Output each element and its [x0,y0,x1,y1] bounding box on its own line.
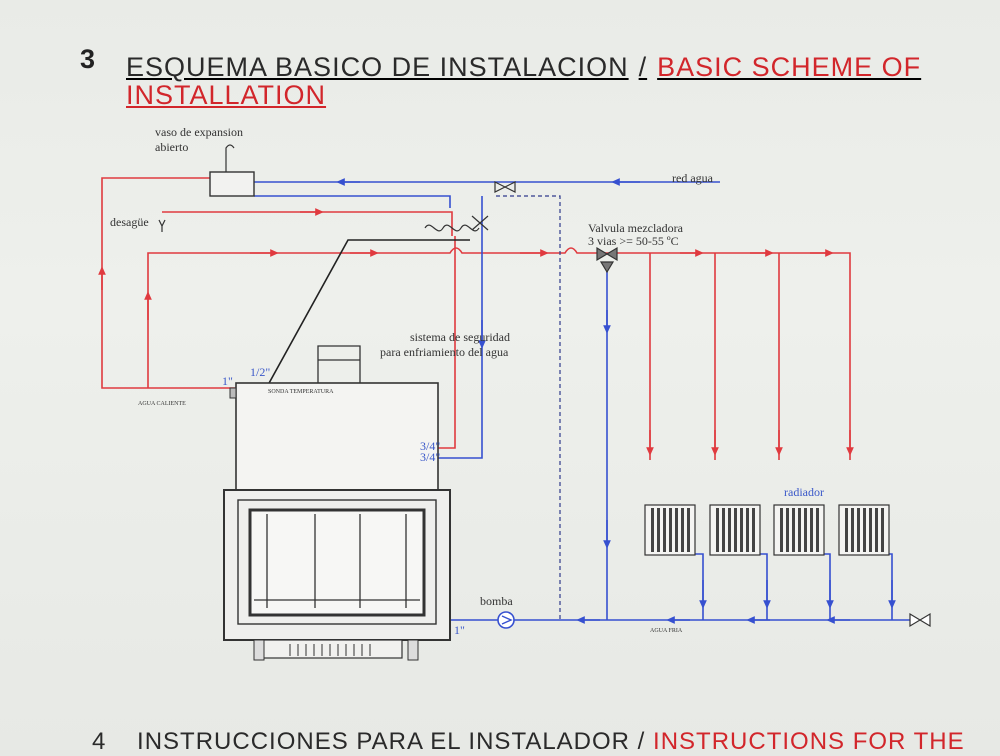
half-inch-label: 1/2" [250,365,270,379]
section-title-line-1: ESQUEMA BASICO DE INSTALACION / BASIC SCHE… [126,52,926,82]
cold-water-label: AGUA FRIA [650,628,683,634]
three-quarter-label-b: 3/4" [420,450,440,464]
pump-icon [497,611,515,629]
radiator-2 [709,504,761,556]
next-section-heading: 4 INSTRUCCIONES PARA EL INSTALADOR / INS… [92,728,965,756]
next-section-title-es: INSTRUCCIONES PARA EL INSTALADOR / [137,728,646,755]
radiator-group [644,504,890,556]
next-section-title-en: INSTRUCTIONS FOR THE [653,728,965,755]
cold-water-circuit [254,178,910,624]
probe-cable [267,239,470,386]
radiator-1 [644,504,696,556]
next-section-number: 4 [92,728,107,755]
radiator-label: radiador [784,485,824,499]
pump-inch-label: 1" [454,623,465,637]
safety-label-1: sistema de seguridad [410,330,510,344]
fireplace-stove [223,382,451,661]
safety-label-2: para enfriamiento del agua [380,345,509,359]
section-title-en: BASIC SCHEME OF [657,52,922,82]
expansion-tank [209,144,255,197]
water-network-label: red agua [672,171,714,185]
mixing-valve-label-2: 3 vias >= 50-55 ºC [588,234,679,248]
title-separator: / [638,52,648,82]
section-title-line-2: INSTALLATION [126,80,327,110]
section-number: 3 [80,44,97,74]
probe-label: SONDA TEMPERATURA [268,389,334,395]
drain-label: desagüe [110,215,149,229]
mixing-valve-icon [596,246,618,274]
one-inch-label: 1" [222,374,233,388]
expansion-label-1: vaso de expansion [155,125,243,139]
outlet-valve-icon [909,612,931,628]
radiator-4 [838,504,890,556]
safety-coil-icon [424,181,516,232]
section-title-es: ESQUEMA BASICO DE INSTALACION [126,52,629,82]
expansion-label-2: abierto [155,140,188,154]
radiator-3 [773,504,825,556]
pump-label: bomba [480,594,513,608]
drain-icon [158,219,166,232]
hot-water-label: AGUA CALIENTE [138,401,186,407]
hot-water-circuit [98,177,854,460]
chimney-collar [317,345,361,383]
mixing-valve-label-1: Valvula mezcladora [588,221,684,235]
three-quarter-label-a: 3/4" [420,439,440,453]
